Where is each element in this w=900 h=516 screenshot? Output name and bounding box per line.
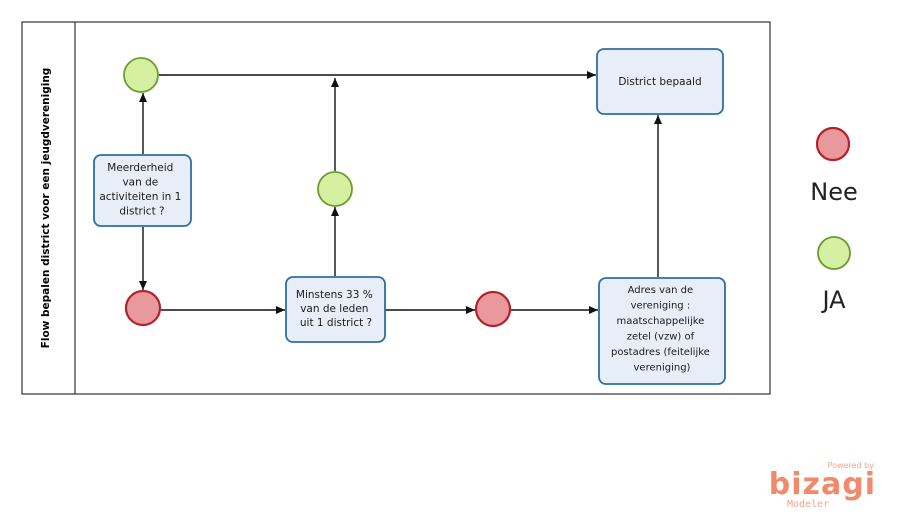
task-line: uit 1 district ? [300, 317, 372, 329]
task-line: zetel (vzw) of [627, 332, 695, 343]
task-line: van de [122, 177, 158, 189]
task-minstens-label: Minstens 33 % van de leden uit 1 distric… [296, 289, 376, 329]
legend-ja-icon [817, 236, 851, 270]
task-line: vereniging : [631, 301, 691, 312]
task-minstens[interactable]: Minstens 33 % van de leden uit 1 distric… [285, 276, 386, 343]
task-line: District bepaald [618, 76, 701, 88]
task-line: district ? [119, 206, 164, 218]
brand-product: Modeler [787, 499, 829, 510]
brand-name: bizagi [769, 467, 876, 502]
task-line: maatschappelijke [616, 316, 704, 327]
pool-title: Flow bepalen district voor een jeugdvere… [40, 68, 52, 349]
task-line: vereniging) [634, 363, 691, 374]
task-district-bepaald-label: District bepaald [618, 76, 701, 88]
task-line: van de leden [300, 303, 368, 315]
task-adres-label: Adres van de vereniging : maatschappelij… [611, 285, 713, 374]
legend: Nee JA [810, 126, 858, 314]
bizagi-logo: Powered by bizagi Modeler [769, 461, 876, 510]
events [123, 57, 512, 328]
task-line: Meerderheid [107, 162, 173, 174]
task-adres[interactable]: Adres van de vereniging : maatschappelij… [598, 277, 726, 385]
task-line: postadres (feitelijke [611, 347, 710, 358]
task-adres-box[interactable] [598, 277, 726, 385]
green-intermediate-event[interactable] [317, 171, 353, 207]
powered-by-text: Powered by [828, 461, 875, 470]
red-event-2[interactable] [474, 290, 512, 328]
legend-nee-label: Nee [810, 178, 857, 206]
task-line: activiteiten in 1 [99, 191, 181, 203]
green-start-event[interactable] [123, 57, 159, 93]
task-line: Adres van de [628, 285, 694, 296]
task-meerderheid-box[interactable] [93, 154, 192, 227]
task-district-bepaald-box[interactable] [596, 48, 724, 115]
task-meerderheid[interactable]: Meerderheid van de activiteiten in 1 dis… [93, 154, 192, 227]
legend-ja-label: JA [820, 286, 846, 314]
sequence-flows [139, 71, 662, 314]
legend-nee-icon [815, 126, 851, 162]
task-meerderheid-label: Meerderheid van de activiteiten in 1 dis… [99, 162, 184, 218]
task-district-bepaald[interactable]: District bepaald [596, 48, 724, 115]
task-minstens-box[interactable] [285, 276, 386, 343]
task-line: Minstens 33 % [296, 289, 373, 301]
red-event-1[interactable] [124, 289, 162, 327]
